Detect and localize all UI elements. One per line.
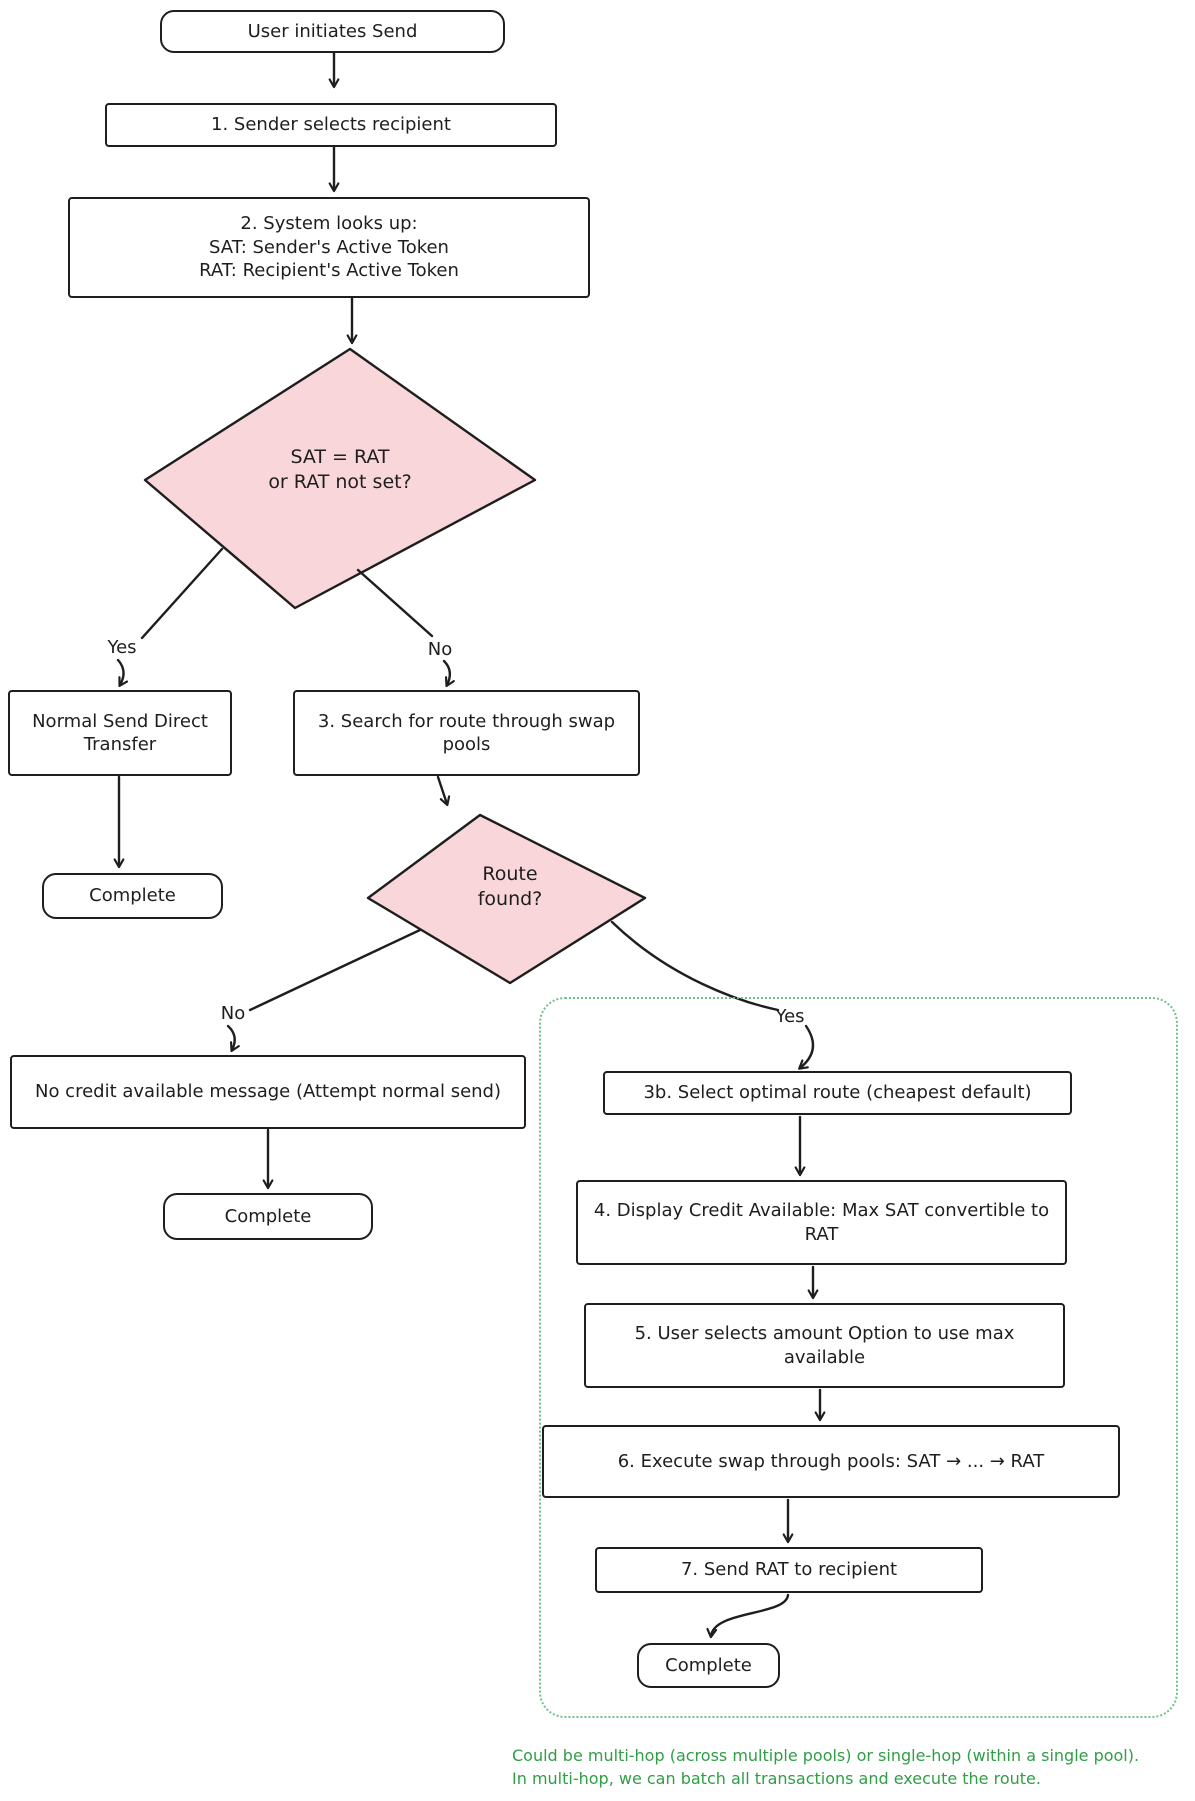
- arrow-yes2-hook: [798, 1024, 815, 1070]
- decision-route-found-line2: found?: [477, 888, 543, 911]
- node-step1: 1. Sender selects recipient: [105, 103, 557, 147]
- edge-decision1-no-line: [356, 568, 434, 638]
- node-execute-swap-label: 6. Execute swap through pools: SAT → ...…: [617, 1450, 1045, 1472]
- edge-decision2-no-line: [248, 928, 422, 1012]
- edge-label-yes-1: Yes: [107, 637, 137, 658]
- node-start-label: User initiates Send: [247, 20, 418, 42]
- node-step2-line3: RAT: Recipient's Active Token: [199, 260, 459, 282]
- decision-sat-rat-label: SAT = RAT or RAT not set?: [190, 445, 490, 495]
- note-line-2: In multi-hop, we can batch all transacti…: [512, 1769, 1041, 1788]
- node-normal-send: Normal Send Direct Transfer: [8, 690, 232, 776]
- decision-route-found-label: Route found?: [430, 862, 590, 912]
- node-complete-right: Complete: [637, 1643, 780, 1688]
- arrow-search-to-decision2: [436, 775, 451, 807]
- node-no-credit: No credit available message (Attempt nor…: [10, 1055, 526, 1129]
- node-complete-right-label: Complete: [665, 1654, 752, 1676]
- decision-route-found-shape: [366, 813, 647, 985]
- node-complete-center-label: Complete: [224, 1205, 312, 1227]
- node-step2-line1: 2. System looks up:: [240, 213, 418, 235]
- group-route-found-yes: [539, 997, 1178, 1718]
- node-select-amount-label: 5. User selects amount Option to use max…: [634, 1323, 1015, 1368]
- node-send-rat-label: 7. Send RAT to recipient: [680, 1559, 898, 1581]
- node-start: User initiates Send: [160, 10, 505, 53]
- node-no-credit-label: No credit available message (Attempt nor…: [34, 1081, 501, 1103]
- node-complete-left-label: Complete: [89, 885, 176, 907]
- arrow-7-to-complete: [706, 1593, 790, 1639]
- node-search-route-label: 3. Search for route through swap pools: [317, 710, 616, 755]
- node-display-credit-label: 4. Display Credit Available: Max SAT con…: [593, 1200, 1050, 1245]
- node-send-rat: 7. Send RAT to recipient: [595, 1547, 983, 1593]
- edge-label-yes-2: Yes: [775, 1006, 805, 1027]
- edge-decision2-yes-line: [610, 920, 780, 1012]
- node-select-amount: 5. User selects amount Option to use max…: [584, 1303, 1065, 1388]
- arrow-no2-hook: [226, 1024, 240, 1053]
- edge-decision1-yes-line: [140, 547, 224, 640]
- arrow-yes1-hook: [116, 658, 129, 688]
- node-normal-send-label: Normal Send Direct Transfer: [32, 710, 208, 755]
- node-search-route: 3. Search for route through swap pools: [293, 690, 640, 776]
- decision-sat-rat-shape: [143, 347, 537, 610]
- node-complete-center: Complete: [163, 1193, 373, 1240]
- edge-label-no-2: No: [220, 1003, 246, 1024]
- node-step2-line2: SAT: Sender's Active Token: [209, 236, 449, 258]
- note-line-1: Could be multi-hop (across multiple pool…: [512, 1746, 1140, 1765]
- node-complete-left: Complete: [42, 873, 223, 919]
- decision-sat-rat-line1: SAT = RAT: [290, 446, 390, 468]
- node-step2: 2. System looks up: SAT: Sender's Active…: [68, 197, 590, 298]
- node-execute-swap: 6. Execute swap through pools: SAT → ...…: [542, 1425, 1120, 1498]
- node-display-credit: 4. Display Credit Available: Max SAT con…: [576, 1180, 1067, 1265]
- decision-sat-rat-line2: or RAT not set?: [268, 471, 412, 494]
- node-step1-label: 1. Sender selects recipient: [211, 114, 451, 136]
- arrow-no1-hook: [442, 659, 455, 688]
- edge-label-no-1: No: [427, 639, 453, 660]
- decision-route-found-line1: Route: [482, 863, 538, 885]
- node-select-route: 3b. Select optimal route (cheapest defau…: [603, 1071, 1072, 1115]
- node-select-route-label: 3b. Select optimal route (cheapest defau…: [643, 1082, 1032, 1104]
